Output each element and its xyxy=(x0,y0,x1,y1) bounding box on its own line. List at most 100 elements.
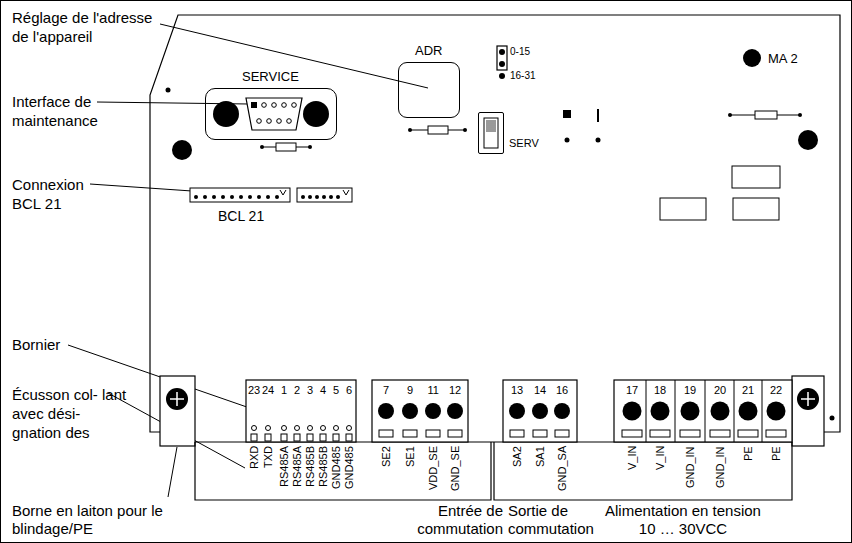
release-slot xyxy=(533,430,547,437)
terminal-number: 6 xyxy=(346,384,352,396)
signal-name: GND_SA xyxy=(556,446,568,491)
signal-name: GND485 xyxy=(330,446,342,489)
terminal-contact xyxy=(680,402,700,438)
pin xyxy=(301,195,305,199)
rotary-switch: ADR xyxy=(398,62,460,118)
terminal-block xyxy=(246,380,356,442)
signal-name: VDD_SE xyxy=(427,446,439,490)
separator xyxy=(646,380,647,442)
pin xyxy=(267,119,272,124)
release-slot xyxy=(379,430,393,437)
component-outline xyxy=(733,198,779,220)
switch-slider xyxy=(484,118,498,148)
component-label: SERV xyxy=(509,137,539,150)
release-slot xyxy=(710,430,730,437)
pin xyxy=(275,195,279,199)
terminal-number: 9 xyxy=(407,384,413,396)
wire-opening xyxy=(623,402,642,421)
sub-d-shell xyxy=(246,98,302,130)
screw-slot xyxy=(170,392,184,406)
terminal-number: 2 xyxy=(294,384,300,396)
signal-name: PE xyxy=(742,446,754,461)
terminal-contact xyxy=(402,403,418,437)
leader-line xyxy=(90,184,192,191)
signal-name: RS485A xyxy=(291,446,303,487)
jumper-cap xyxy=(497,46,507,70)
terminal-number: 13 xyxy=(511,384,523,396)
terminal-number: 14 xyxy=(534,384,546,396)
release-slot xyxy=(426,430,440,437)
resistor-symbol xyxy=(755,111,777,119)
hatch-line xyxy=(486,127,496,128)
terminal-contact xyxy=(378,403,394,437)
jumper-square xyxy=(563,110,571,118)
mounting-hole xyxy=(172,140,192,160)
pin xyxy=(230,195,234,199)
signal-name: PE xyxy=(770,446,782,461)
part-label: MA 2 xyxy=(768,51,798,66)
release-slot xyxy=(251,434,257,441)
solder-dot xyxy=(308,145,312,149)
hatch-line xyxy=(486,123,496,124)
signal-name: SE1 xyxy=(404,446,416,467)
signal-name: SA2 xyxy=(511,446,523,467)
terminal-contact xyxy=(333,426,339,442)
leader-line xyxy=(168,447,177,497)
pin xyxy=(248,195,252,199)
wire-opening xyxy=(711,402,730,421)
pin xyxy=(277,119,282,124)
solder-dot xyxy=(728,113,732,117)
terminal-number: 23 xyxy=(248,384,260,396)
resistor-symbols xyxy=(262,111,800,151)
pin xyxy=(272,103,277,108)
connector-screw xyxy=(303,101,329,127)
terminal-contact xyxy=(265,426,271,442)
wire-opening xyxy=(532,403,548,419)
release-slot xyxy=(333,434,339,441)
signal-name: RXD xyxy=(248,446,260,469)
wire-opening xyxy=(739,402,758,421)
bcl-connector xyxy=(190,188,290,202)
release-slot xyxy=(510,430,524,437)
terminal-contact xyxy=(425,403,441,437)
wire-opening xyxy=(282,426,287,431)
bcl-connector xyxy=(297,188,352,202)
wire-opening xyxy=(681,402,700,421)
wire-opening xyxy=(447,403,463,419)
switch-hatching xyxy=(486,121,496,131)
board-dot xyxy=(166,88,171,93)
wire-opening xyxy=(767,402,786,421)
label-plate xyxy=(195,442,491,500)
wire-opening xyxy=(295,426,300,431)
terminal-number: 18 xyxy=(654,384,666,396)
pin xyxy=(266,195,270,199)
terminal-contact xyxy=(532,403,548,437)
terminal-contact xyxy=(346,426,352,442)
pin xyxy=(336,195,340,199)
wire-opening xyxy=(425,403,441,419)
callout-text: Connexion BCL 21 xyxy=(12,175,102,213)
signal-name: SE2 xyxy=(380,446,392,467)
bcl-pins xyxy=(194,195,340,199)
release-slot xyxy=(448,430,462,437)
terminal-number: 4 xyxy=(320,384,326,396)
pin xyxy=(257,119,262,124)
wire-opening xyxy=(554,403,570,419)
wire-opening xyxy=(321,426,326,431)
release-slot xyxy=(346,434,352,441)
terminal-number: 20 xyxy=(714,384,726,396)
terminal-contacts xyxy=(251,402,786,442)
brass-terminal xyxy=(792,376,824,446)
pin xyxy=(282,103,287,108)
hatch-line xyxy=(486,125,496,126)
release-slot xyxy=(307,434,313,441)
signal-name: GND_IN xyxy=(684,446,696,488)
wire-opening xyxy=(347,426,352,431)
connector-screw xyxy=(213,101,239,127)
pin-mark xyxy=(280,190,349,195)
terminal-contact xyxy=(281,426,287,442)
wire-opening xyxy=(402,403,418,419)
sub-d-pins xyxy=(257,103,297,124)
terminal-number: 11 xyxy=(428,384,439,396)
